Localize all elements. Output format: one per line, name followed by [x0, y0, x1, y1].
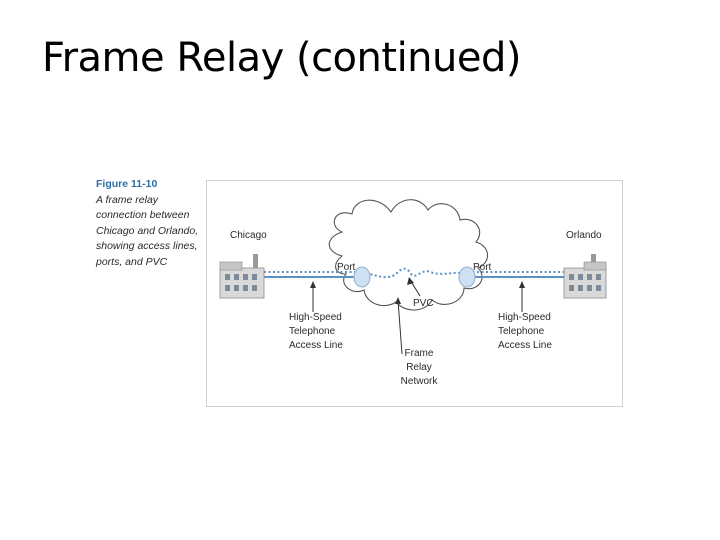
right-port: [458, 266, 476, 288]
label-network-2: Relay: [406, 362, 432, 373]
frame-relay-diagram: Chicago Orlando Port Port PVC High-Speed…: [219, 199, 607, 387]
label-orlando: Orlando: [566, 230, 602, 241]
label-left-access-1: High-Speed: [289, 312, 342, 323]
label-network-3: Network: [401, 376, 439, 387]
figure-caption-text: A frame relay connection between Chicago…: [96, 193, 199, 268]
label-network-1: Frame: [405, 348, 434, 359]
label-chicago: Chicago: [230, 230, 267, 241]
label-right-port: Port: [473, 262, 492, 273]
label-left-port: Port: [337, 262, 356, 273]
right-access-arrow: [519, 281, 525, 312]
label-pvc: PVC: [413, 298, 434, 309]
label-right-access-3: Access Line: [498, 340, 552, 351]
left-port: [353, 266, 371, 288]
label-right-access-2: Telephone: [498, 326, 545, 337]
frame-relay-cloud: [328, 199, 489, 311]
pvc-path: [365, 267, 463, 279]
slide-title: Frame Relay (continued): [42, 35, 522, 81]
network-arrow: [395, 297, 403, 355]
orlando-building-icon: [563, 254, 607, 299]
pvc-arrow: [407, 277, 421, 297]
label-right-access-1: High-Speed: [498, 312, 551, 323]
figure-caption: Figure 11-10 A frame relay connection be…: [96, 177, 200, 270]
left-access-arrow: [310, 281, 316, 312]
label-left-access-2: Telephone: [289, 326, 336, 337]
chicago-building-icon: [219, 254, 265, 299]
figure-number: Figure 11-10: [96, 178, 158, 190]
label-left-access-3: Access Line: [289, 340, 343, 351]
